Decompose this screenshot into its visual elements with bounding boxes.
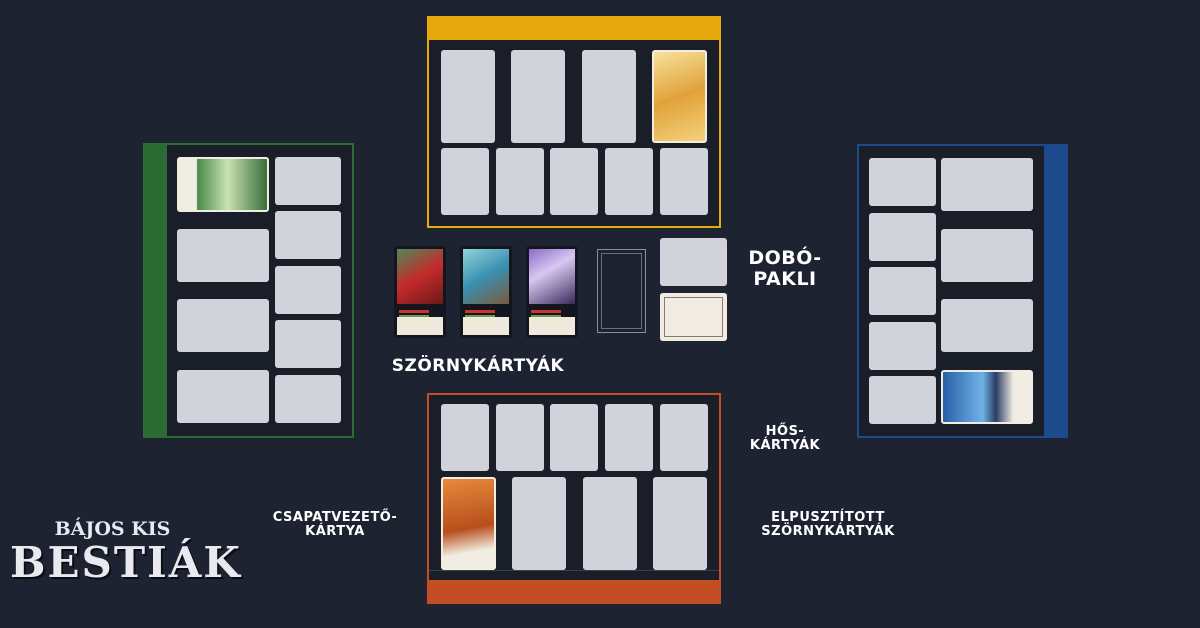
- card-slot[interactable]: [660, 148, 708, 215]
- card-slot[interactable]: [869, 213, 936, 261]
- card-text: [397, 317, 443, 335]
- card-slot[interactable]: [177, 229, 269, 282]
- card-slot[interactable]: [550, 404, 598, 471]
- card-slot[interactable]: [275, 211, 341, 259]
- monster-art: [463, 249, 509, 304]
- card-slot[interactable]: [441, 50, 495, 143]
- card-slot[interactable]: [941, 229, 1033, 282]
- yellow-header: [429, 18, 719, 40]
- monster-art: [397, 249, 443, 304]
- card-slot[interactable]: [869, 267, 936, 315]
- card-slot[interactable]: [441, 148, 489, 215]
- card-slot[interactable]: [941, 299, 1033, 352]
- card-text: [529, 317, 575, 335]
- discard-slot[interactable]: [660, 238, 727, 286]
- card-slot[interactable]: [660, 404, 708, 471]
- label-discard-deck: DOBÓ- PAKLI: [748, 247, 822, 290]
- monster-card-red[interactable]: [394, 246, 446, 338]
- logo: BÁJOS KIS BESTIÁK: [10, 518, 242, 587]
- card-slot[interactable]: [275, 266, 341, 314]
- card-slot[interactable]: [496, 148, 544, 215]
- card-slot[interactable]: [583, 477, 637, 570]
- card-slot[interactable]: [512, 477, 566, 570]
- orange-footer: [429, 580, 719, 602]
- label-destroyed-monsters: ELPUSZTÍTOTT SZÖRNYKÁRTYÁK: [761, 510, 895, 540]
- monster-deck[interactable]: [597, 249, 646, 333]
- card-slot[interactable]: [653, 477, 707, 570]
- hero-card-yellow[interactable]: [652, 50, 707, 143]
- logo-line1: BÁJOS KIS: [54, 518, 171, 540]
- card-slot[interactable]: [496, 404, 544, 471]
- card-slot[interactable]: [869, 376, 936, 424]
- leader-card-orange[interactable]: [441, 477, 496, 570]
- blue-strip: [1044, 146, 1066, 436]
- card-text: [463, 317, 509, 335]
- card-slot[interactable]: [275, 320, 341, 368]
- discard-deck-card[interactable]: [660, 293, 727, 341]
- green-strip: [145, 145, 167, 436]
- card-slot[interactable]: [275, 157, 341, 205]
- card-slot[interactable]: [177, 299, 269, 352]
- card-slot[interactable]: [941, 158, 1033, 211]
- card-slot[interactable]: [582, 50, 636, 143]
- label-monster-cards: SZÖRNYKÁRTYÁK: [391, 356, 565, 376]
- monster-card-blue[interactable]: [460, 246, 512, 338]
- card-slot[interactable]: [177, 370, 269, 423]
- monster-card-purple[interactable]: [526, 246, 578, 338]
- card-slot[interactable]: [869, 158, 936, 206]
- divider: [429, 570, 719, 571]
- card-slot[interactable]: [511, 50, 565, 143]
- label-hero-cards: HŐS- KÁRTYÁK: [749, 424, 821, 454]
- label-leader-card: CSAPATVEZETŐ- KÁRTYA: [272, 510, 398, 540]
- monster-art: [529, 249, 575, 304]
- hero-card-blue[interactable]: [941, 370, 1033, 424]
- card-slot[interactable]: [441, 404, 489, 471]
- card-slot[interactable]: [275, 375, 341, 423]
- logo-line2: BESTIÁK: [10, 538, 242, 587]
- card-slot[interactable]: [605, 404, 653, 471]
- card-slot[interactable]: [869, 322, 936, 370]
- card-slot[interactable]: [605, 148, 653, 215]
- card-slot[interactable]: [550, 148, 598, 215]
- hero-card-green[interactable]: [177, 157, 269, 212]
